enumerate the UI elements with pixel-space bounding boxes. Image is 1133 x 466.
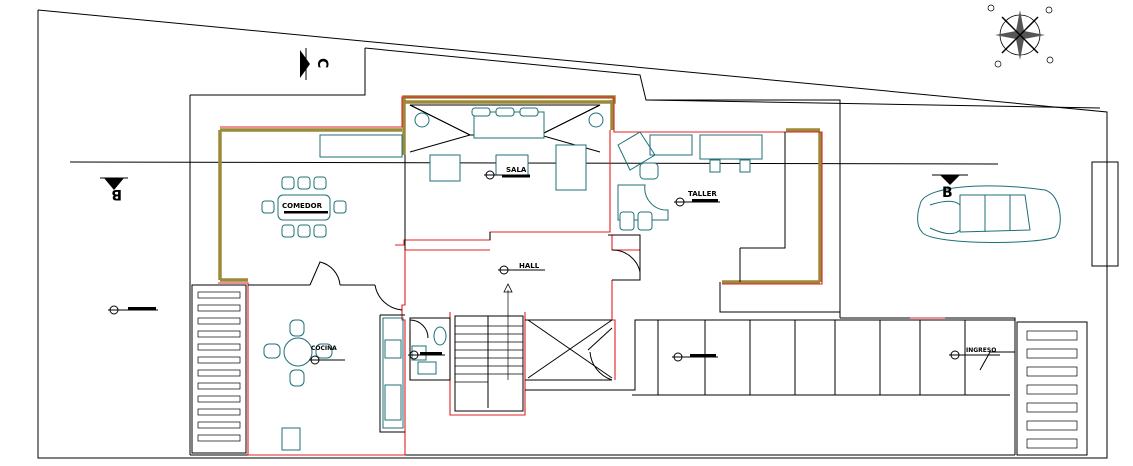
level-marker-icon <box>309 355 345 365</box>
right-steps <box>1016 321 1088 456</box>
level-marker-icon <box>498 265 545 275</box>
interior-walls <box>248 132 1015 433</box>
level-marker-icon <box>672 352 718 362</box>
room-label-sala: SALA <box>506 166 527 174</box>
room-label-taller: TALLER <box>688 190 717 198</box>
level-marker-icon <box>108 305 158 315</box>
section-marker-b-right: B <box>932 174 968 201</box>
section-marker-c: C <box>300 48 330 80</box>
room-label-cocina: COCINA <box>311 345 337 352</box>
compass-rose-icon <box>987 4 1054 68</box>
bathroom-fixtures <box>409 317 451 381</box>
section-b-right-label: B <box>942 185 953 201</box>
kitchen-furniture <box>263 317 404 451</box>
section-b-left-label: B <box>111 186 122 202</box>
room-label-comedor: COMEDOR <box>282 202 323 210</box>
staircase <box>454 283 524 412</box>
room-label-hall: HALL <box>519 262 540 270</box>
dining-furniture <box>261 134 403 238</box>
room-label-ingreso: INGRESO <box>966 347 996 354</box>
gate <box>1091 161 1119 267</box>
left-steps <box>191 284 247 454</box>
section-line <box>69 161 999 165</box>
level-marker-icon <box>674 197 720 207</box>
section-c-label: C <box>314 58 330 68</box>
level-markers <box>108 170 1000 365</box>
section-marker-b-left: B <box>100 177 128 202</box>
living-furniture <box>409 104 604 191</box>
car <box>917 185 1061 243</box>
workshop-furniture <box>617 131 763 231</box>
level-marker-icon <box>949 350 1000 360</box>
doors <box>309 249 1015 381</box>
site-boundary <box>37 9 1108 459</box>
main-walls <box>218 95 945 456</box>
level-marker-icon <box>408 350 445 360</box>
